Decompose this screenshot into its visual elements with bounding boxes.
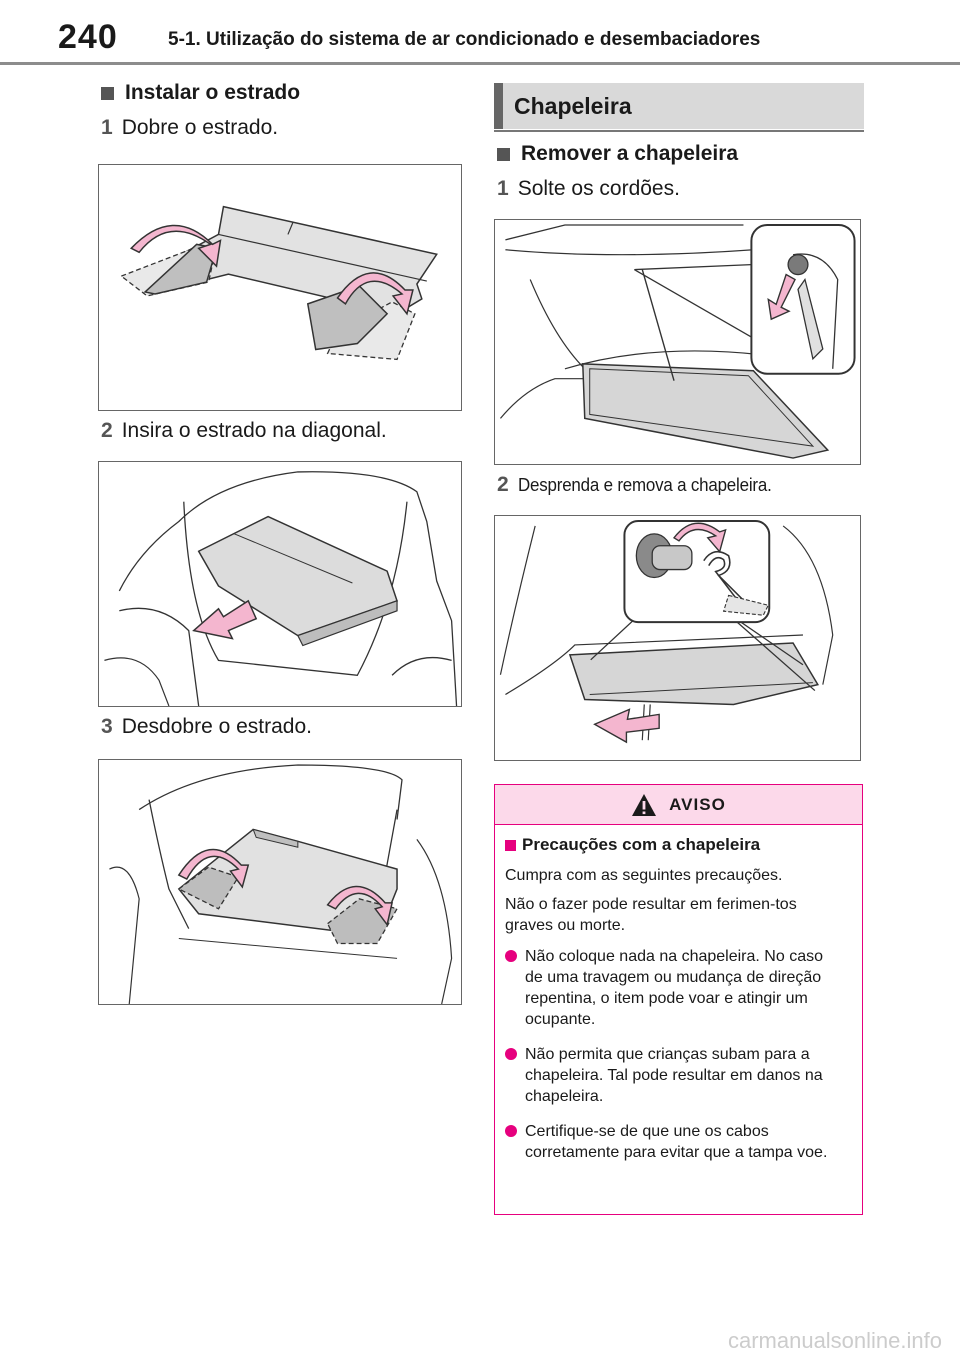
bullet-dot-icon <box>505 1125 517 1137</box>
figure-unfold-board <box>98 759 462 1005</box>
step-number: 2 <box>101 419 113 442</box>
square-bullet-icon <box>497 147 510 161</box>
step-2: 2 Desprenda e remova a chapeleira. <box>497 471 864 499</box>
step-text: Dobre o estrado. <box>121 116 279 139</box>
bullet-dot-icon <box>505 1048 517 1060</box>
step-text: Insira o estrado na diagonal. <box>121 419 387 442</box>
step-2: 2 Insira o estrado na diagonal. <box>101 417 464 445</box>
warning-triangle-icon <box>632 793 657 816</box>
heading-text: Remover a chapeleira <box>521 142 739 165</box>
warning-bullet-item: Não permita que crianças subam para a ch… <box>505 1044 852 1107</box>
step-text: Solte os cordões. <box>517 177 680 200</box>
warning-bullet-item: Não coloque nada na chapeleira. No caso … <box>505 946 852 1030</box>
warning-paragraph: Cumpra com as seguintes precauções. <box>505 867 783 884</box>
step-text: Desdobre o estrado. <box>121 715 312 738</box>
step-number: 2 <box>497 473 509 496</box>
warning-bullet-text: Não coloque nada na chapeleira. No caso … <box>525 948 823 1028</box>
banner-accent-bar <box>494 83 503 129</box>
release-cords-illustration <box>499 223 856 459</box>
warning-box: AVISO Precauções com a chapeleira Cumpra… <box>494 784 863 1215</box>
page-header: 240 5-1. Utilização do sistema de ar con… <box>0 0 960 66</box>
warning-heading-text: Precauções com a chapeleira <box>522 835 761 854</box>
square-bullet-icon <box>505 839 516 851</box>
banner-underline <box>494 130 864 132</box>
step-1: 1 Dobre o estrado. <box>101 114 464 142</box>
warning-bullet-item: Certifique-se de que une os cabos corret… <box>505 1121 852 1163</box>
heading-text: Instalar o estrado <box>125 81 301 104</box>
step-number: 3 <box>101 715 113 738</box>
square-bullet-icon <box>101 86 114 100</box>
figure-insert-board <box>98 461 462 707</box>
warning-heading: Precauções com a chapeleira <box>505 835 852 855</box>
warning-header: AVISO <box>495 785 862 825</box>
step-1: 1 Solte os cordões. <box>497 175 864 203</box>
figure-fold-board <box>98 164 462 411</box>
warning-paragraph: Não o fazer pode resultar em ferimen-tos… <box>505 896 797 934</box>
figure-detach-cover <box>494 515 861 761</box>
section-banner-tonneau-cover: Chapeleira <box>494 83 864 132</box>
chapter-title: 5-1. Utilização do sistema de ar condici… <box>168 29 761 50</box>
step-number: 1 <box>497 177 509 200</box>
warning-body: Precauções com a chapeleira Cumpra com a… <box>495 825 862 1163</box>
figure-release-cords <box>494 219 861 465</box>
warning-label: AVISO <box>669 794 726 814</box>
watermark: carmanualsonline.info <box>727 1328 942 1353</box>
step-3: 3 Desdobre o estrado. <box>101 713 464 741</box>
warning-bullet-text: Não permita que crianças subam para a ch… <box>525 1046 823 1105</box>
unfold-board-illustration <box>109 764 453 1004</box>
step-number: 1 <box>101 116 113 139</box>
detach-cover-illustration <box>499 519 834 744</box>
left-column: Instalar o estrado 1 Dobre o estrado. 2 … <box>98 80 464 1005</box>
heading-remove-cover: Remover a chapeleira <box>494 141 864 167</box>
heading-install-board: Instalar o estrado <box>98 80 464 106</box>
warning-bullet-text: Certifique-se de que une os cabos corret… <box>525 1123 828 1161</box>
fold-board-illustration <box>119 205 438 361</box>
page-number: 240 <box>58 18 118 56</box>
right-column: Chapeleira Remover a chapeleira 1 Solte … <box>494 80 864 761</box>
header-divider <box>0 62 960 65</box>
section-title: Chapeleira <box>514 92 632 119</box>
insert-board-illustration <box>104 471 458 706</box>
bullet-dot-icon <box>505 950 517 962</box>
step-text: Desprenda e remova a chapeleira. <box>517 474 772 495</box>
